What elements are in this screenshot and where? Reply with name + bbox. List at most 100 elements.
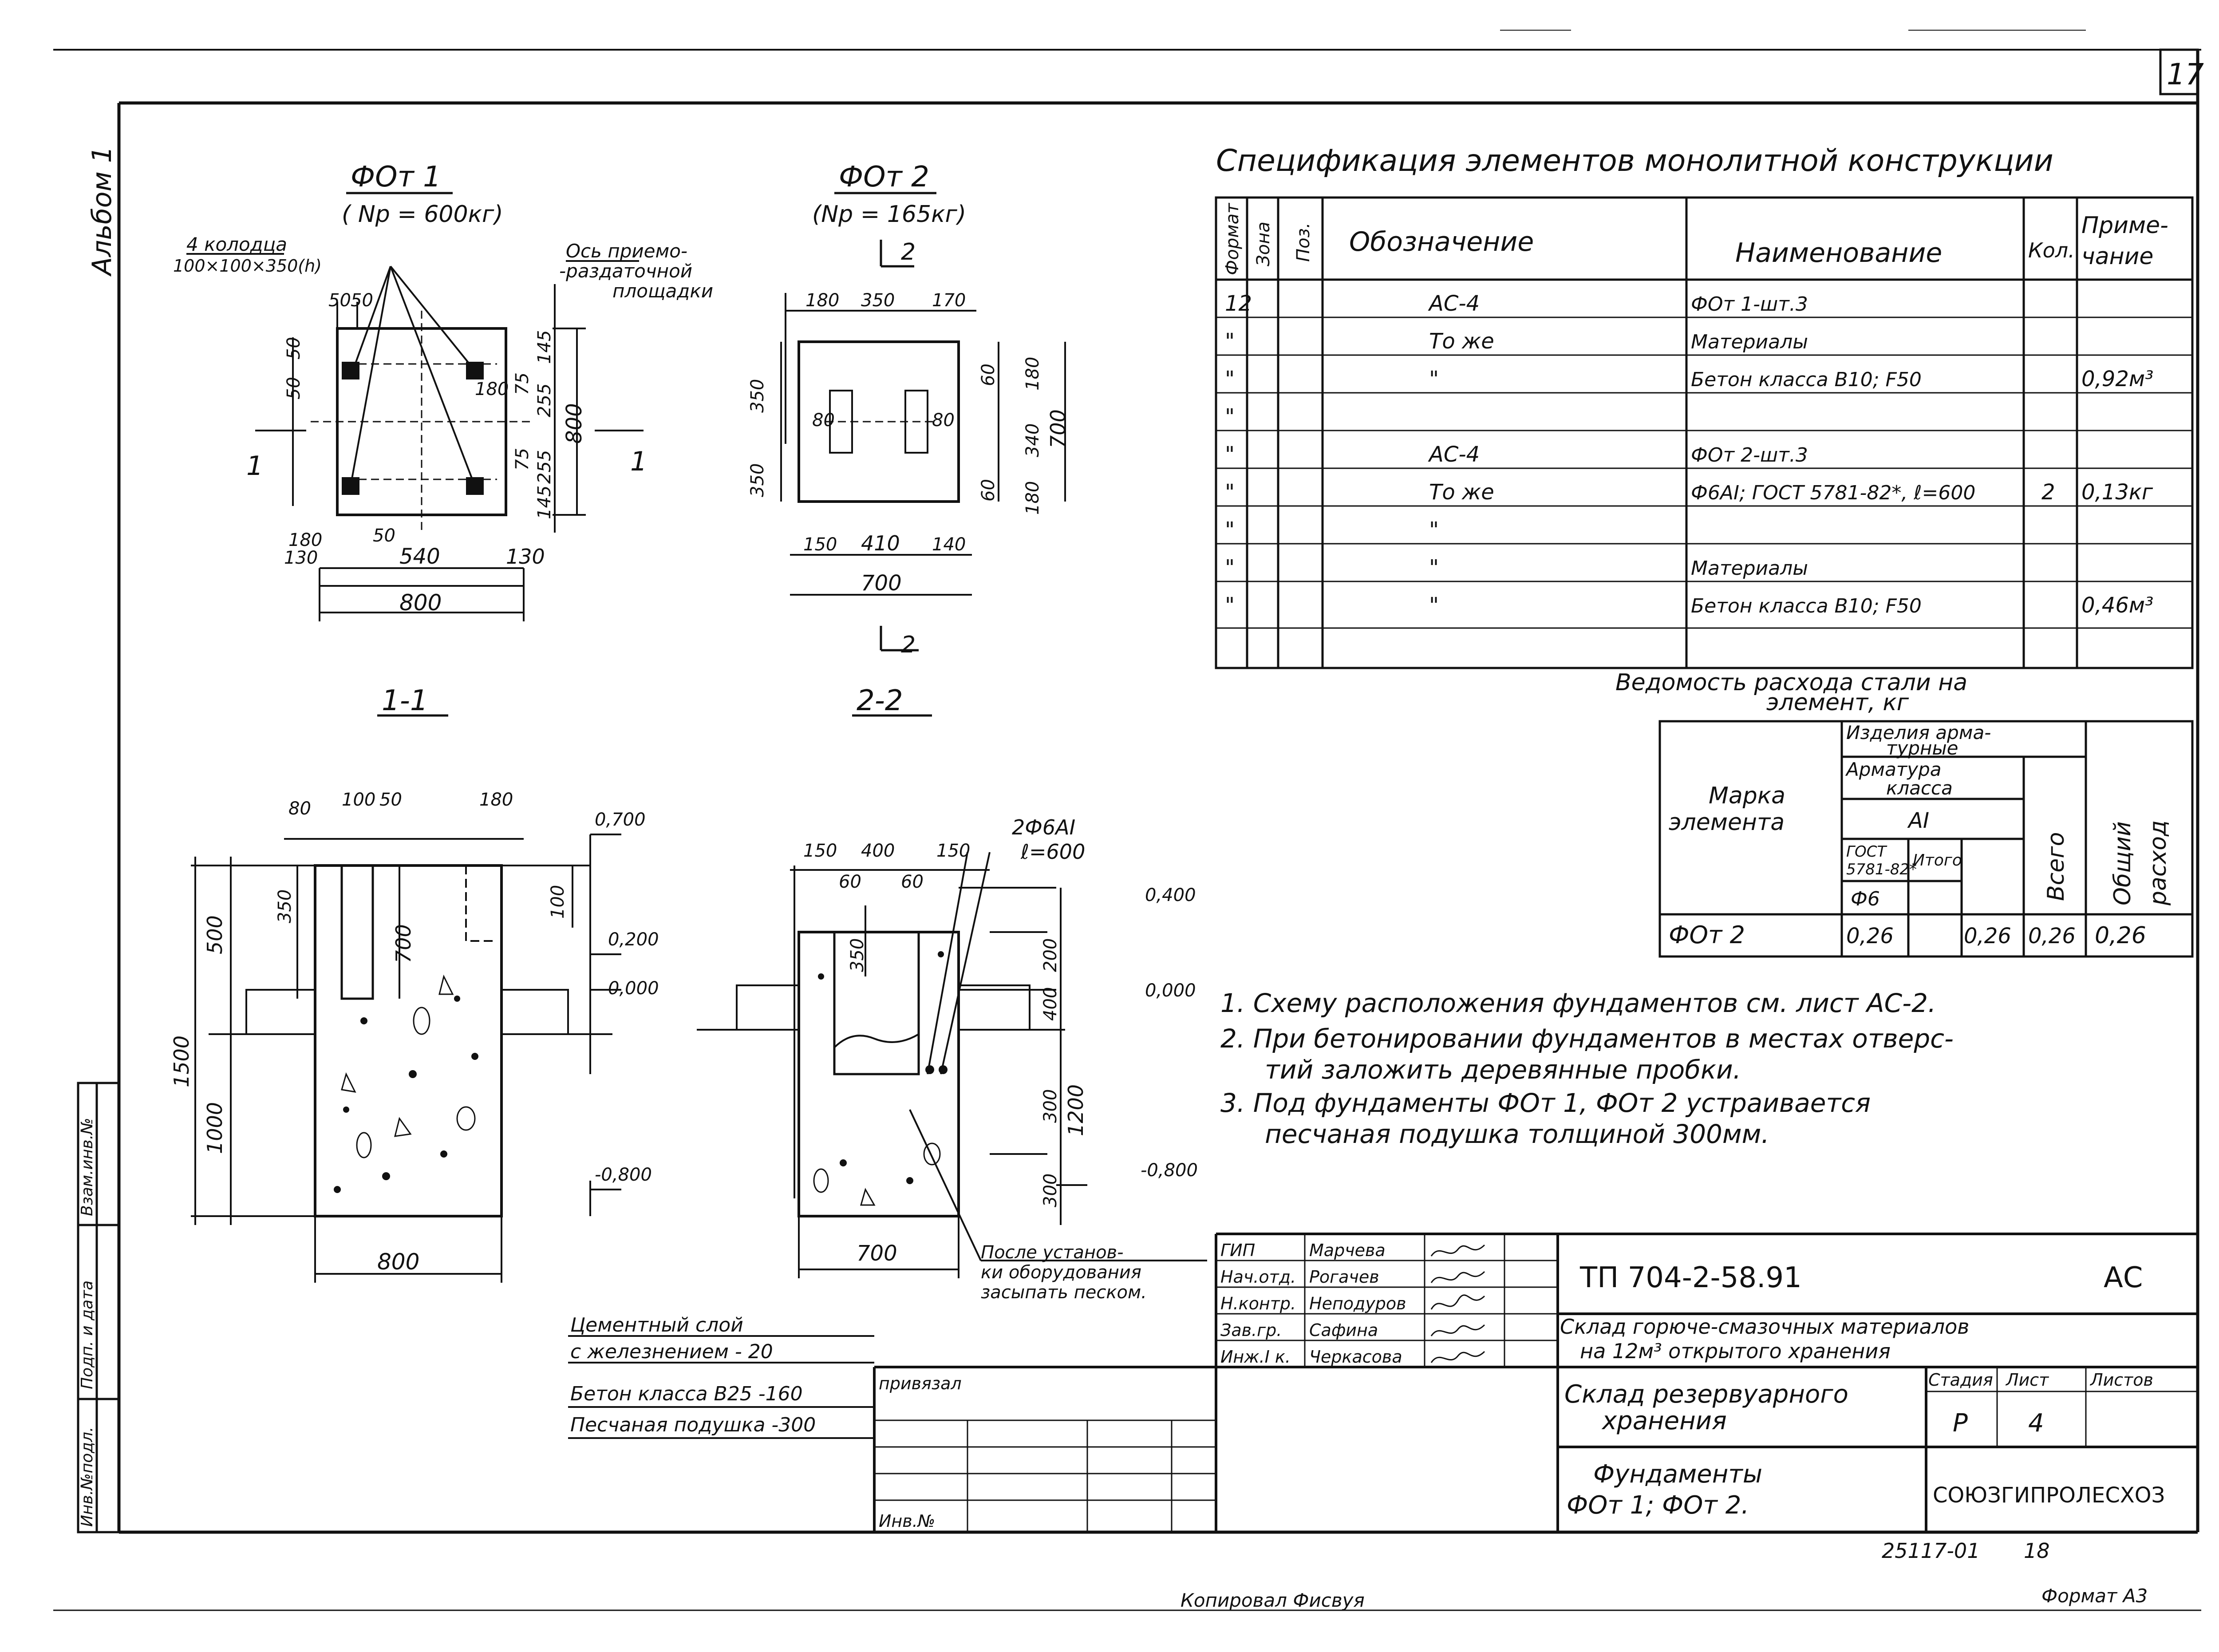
fom2-dim-5: 60 (978, 364, 999, 386)
note-2b: тий заложить деревянные пробки. (1265, 1055, 1741, 1085)
tb-stage: Р (1953, 1409, 1968, 1438)
fom1-dim-8: 180 (475, 379, 509, 399)
staff-role-4: Инж.I к. (1220, 1347, 1291, 1367)
title-block: ГИП Марчева Нач.отд. Рогачев Н.контр. Не… (873, 1233, 2198, 1532)
spec-cell-r4-c4: ФОт 2-шт.3 (1691, 444, 1808, 466)
steel-row-d6: 0,26 (1846, 924, 1894, 949)
fom2-dim-1: 350 (861, 290, 895, 311)
s2-dim-5: 60 (839, 872, 861, 892)
steel-h-mark-1: Марка (1709, 783, 1785, 809)
spec-cell-r6-c3: " (1429, 518, 1439, 542)
fom1-title: ФОт 1 (351, 161, 441, 194)
spec-h-format: Формат (1222, 202, 1243, 275)
stamp-vzam: Взам.инв.№ (78, 1118, 96, 1216)
plan-fom2: ФОт 2 (Np = 165кг) 2 2 180 350 170 350 (747, 161, 1070, 658)
s1-dim-9: 0,200 (608, 929, 659, 950)
archive-page: 18 (2024, 1539, 2050, 1563)
s2-dim-0: 150 (803, 841, 837, 861)
tb-org: СОЮЗГИПРОЛЕСХОЗ (1933, 1483, 2165, 1508)
layer-2: Бетон класса В25 -160 (570, 1383, 803, 1405)
spec-h-note-2: чание (2081, 243, 2153, 270)
layer-0: Цементный слой (570, 1314, 743, 1336)
fom2-dim-12: 180 (1023, 481, 1043, 515)
steel-row-total: 0,26 (1964, 924, 2011, 949)
notes: 1. Схему расположения фундаментов см. ли… (1220, 988, 1954, 1149)
fom2-marker-top: 2 (901, 239, 916, 265)
tb-privyazal: привязал (879, 1374, 962, 1393)
staff-name-4: Черкасова (1309, 1347, 1402, 1367)
s1-dim-7: 700 (391, 924, 415, 963)
fom1-load: ( Np = 600кг) (342, 201, 503, 228)
section-2-label: 2-2 (857, 684, 903, 717)
spec-cell-r8-c6: 0,46м³ (2081, 593, 2153, 618)
fom1-dim-3: 50 (284, 377, 304, 399)
spec-cell-r2-c3: " (1429, 367, 1439, 391)
spec-cell-r5-c3: То же (1429, 480, 1494, 505)
s1-dim-14: 800 (377, 1249, 419, 1275)
stamp-inv: Инв.№подл. (78, 1427, 96, 1527)
spec-cell-r0-c0: 12 (1225, 291, 1252, 316)
spec-h-qty: Кол. (2028, 238, 2075, 262)
note-2: 2. При бетонировании фундаментов в места… (1220, 1024, 1954, 1054)
fom2-dim-16: 700 (861, 571, 902, 596)
spec-cell-r7-c4: Материалы (1691, 557, 1808, 580)
staff-name-0: Марчева (1309, 1241, 1386, 1260)
tb-code: ТП 704-2-58.91 (1579, 1261, 1802, 1294)
spec-cell-r8-c4: Бетон класса В10; F50 (1691, 595, 1922, 617)
s1-dim-6: 500 (203, 915, 227, 954)
layers-legend: Цементный слой с железнением - 20 Бетон … (568, 1314, 874, 1439)
s2-note-1: После установ- (981, 1242, 1124, 1263)
fom1-dim-14: 50 (373, 526, 395, 546)
wells-size: 100×100×350(h) (173, 256, 322, 276)
tb-inv: Инв.№ (879, 1511, 935, 1531)
section-1-1: 80 100 50 180 0,700 350 500 700 100 0,20… (170, 790, 659, 1283)
fom1-dim-15: 540 (399, 544, 440, 569)
tb-object-1: Склад резервуарного (1564, 1380, 1848, 1409)
tb-project-1: Склад горюче-смазочных материалов (1560, 1315, 1969, 1339)
spec-h-zone: Зона (1253, 221, 1274, 266)
fom1-marker-left: 1 (246, 451, 263, 482)
fom2-dim-9: 340 (1023, 423, 1043, 457)
fom1-dim-13: 130 (284, 548, 318, 568)
s2-dim-13: 1200 (1064, 1084, 1088, 1136)
steel-h-rebar-1: Арматура (1845, 759, 1942, 780)
plan-fom1: ФОт 1 ( Np = 600кг) 4 колодца 100×100×35… (173, 161, 713, 621)
staff-role-1: Нач.отд. (1220, 1267, 1296, 1287)
s2-dim-6: 60 (901, 872, 924, 892)
fom2-dim-7: 80 (812, 410, 835, 431)
spec-cell-r5-c0: " (1225, 480, 1235, 505)
spec-cell-r0-c3: АС-4 (1428, 291, 1480, 316)
layer-1: с железнением - 20 (570, 1340, 773, 1363)
tb-project-2: на 12м³ открытого хранения (1580, 1339, 1891, 1363)
tb-drawing-2: ФОт 1; ФОт 2. (1567, 1491, 1749, 1520)
fom1-dim-5: 75 (512, 372, 533, 395)
fom1-dim-4: 145 (534, 330, 555, 364)
s2-dim-3: 2Ф6АI (1012, 815, 1075, 839)
spec-cell-r6-c0: " (1225, 518, 1235, 542)
spec-h-designation: Обозначение (1349, 226, 1534, 257)
s1-dim-5: 350 (275, 889, 295, 923)
fom1-dim-12: 180 (288, 530, 322, 550)
spec-cell-r1-c0: " (1225, 329, 1235, 354)
fom1-dim-7: 800 (562, 403, 587, 444)
fom2-dim-4: 350 (747, 463, 768, 497)
copied-by: Копировал Фисвуя (1181, 1589, 1365, 1611)
spec-cell-r0-c4: ФОт 1-шт.3 (1691, 293, 1808, 316)
steel-h-common-2: расход (2145, 820, 2172, 906)
format-label: Формат А3 (2041, 1585, 2148, 1607)
fom2-dim-13: 150 (803, 534, 837, 555)
tb-drawing-1: Фундаменты (1593, 1460, 1762, 1489)
fom2-title: ФОт 2 (839, 161, 929, 194)
steel-h-d: Ф6 (1851, 888, 1880, 910)
spec-cell-r5-c4: Ф6АI; ГОСТ 5781-82*, ℓ=600 (1691, 482, 1975, 504)
fom2-dim-11: 60 (978, 479, 999, 502)
axis-note-1: Ось приемо- (566, 240, 687, 262)
spec-cell-r7-c0: " (1225, 555, 1235, 580)
staff-name-1: Рогачев (1309, 1267, 1379, 1287)
fom1-dim-10: 255 (534, 450, 555, 484)
s2-dim-2: 150 (936, 841, 970, 861)
fom1-dim-1: 50 (351, 290, 373, 311)
fom2-dim-15: 140 (932, 534, 966, 555)
s2-dim-9: 200 (1040, 938, 1061, 972)
